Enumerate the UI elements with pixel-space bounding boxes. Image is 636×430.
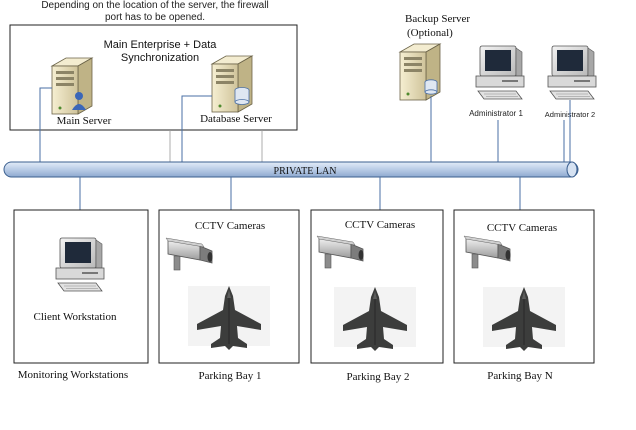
monitoring-box: [13, 209, 149, 364]
client-workstation-label: Client Workstation: [34, 311, 117, 323]
administrator-1-label: Administrator 1: [469, 109, 523, 118]
parking-bay-2-cameras-label: CCTV Cameras: [345, 219, 415, 231]
parking-bay-1-cameras-label: CCTV Cameras: [195, 220, 265, 232]
parking-bay-1-camera-icon: [165, 237, 213, 271]
client-workstation-icon: [55, 237, 105, 292]
enterprise-title-line2: Synchronization: [121, 52, 199, 64]
main-server-label: Main Server: [57, 115, 112, 127]
firewall-note-line1: Depending on the location of the server,…: [41, 0, 268, 11]
parking-bay-2-caption: Parking Bay 2: [347, 371, 410, 383]
parking-bay-n-cameras-label: CCTV Cameras: [487, 222, 557, 234]
backup-server-icon: [399, 43, 441, 101]
monitoring-caption: Monitoring Workstations: [18, 369, 128, 381]
database-server-label: Database Server: [200, 113, 272, 125]
administrator-1-icon: [475, 45, 525, 100]
parking-bay-2-camera-icon: [316, 235, 364, 269]
main-server-link: [39, 87, 52, 162]
backup-server-label-line2: (Optional): [407, 27, 453, 39]
parking-bay-n-camera-icon: [463, 235, 511, 269]
parking-bay-2-box: [310, 209, 444, 364]
parking-bay-1-caption: Parking Bay 1: [199, 370, 262, 382]
private-lan-bus: [3, 161, 579, 178]
parking-bay-1-box: [158, 209, 300, 364]
main-server-icon: [51, 57, 93, 115]
database-server-link: [181, 95, 212, 162]
backup-server-label-line1: Backup Server: [405, 13, 470, 25]
administrator-2-icon: [547, 45, 597, 100]
enterprise-box: [9, 24, 298, 131]
firewall-note-line2: port has to be opened.: [105, 12, 205, 23]
parking-bay-n-caption: Parking Bay N: [487, 370, 552, 382]
enterprise-title-line1: Main Enterprise + Data: [104, 39, 218, 51]
database-server-icon: [211, 55, 253, 113]
private-lan-label: PRIVATE LAN: [274, 166, 337, 177]
parking-bay-n-box: [453, 209, 595, 364]
